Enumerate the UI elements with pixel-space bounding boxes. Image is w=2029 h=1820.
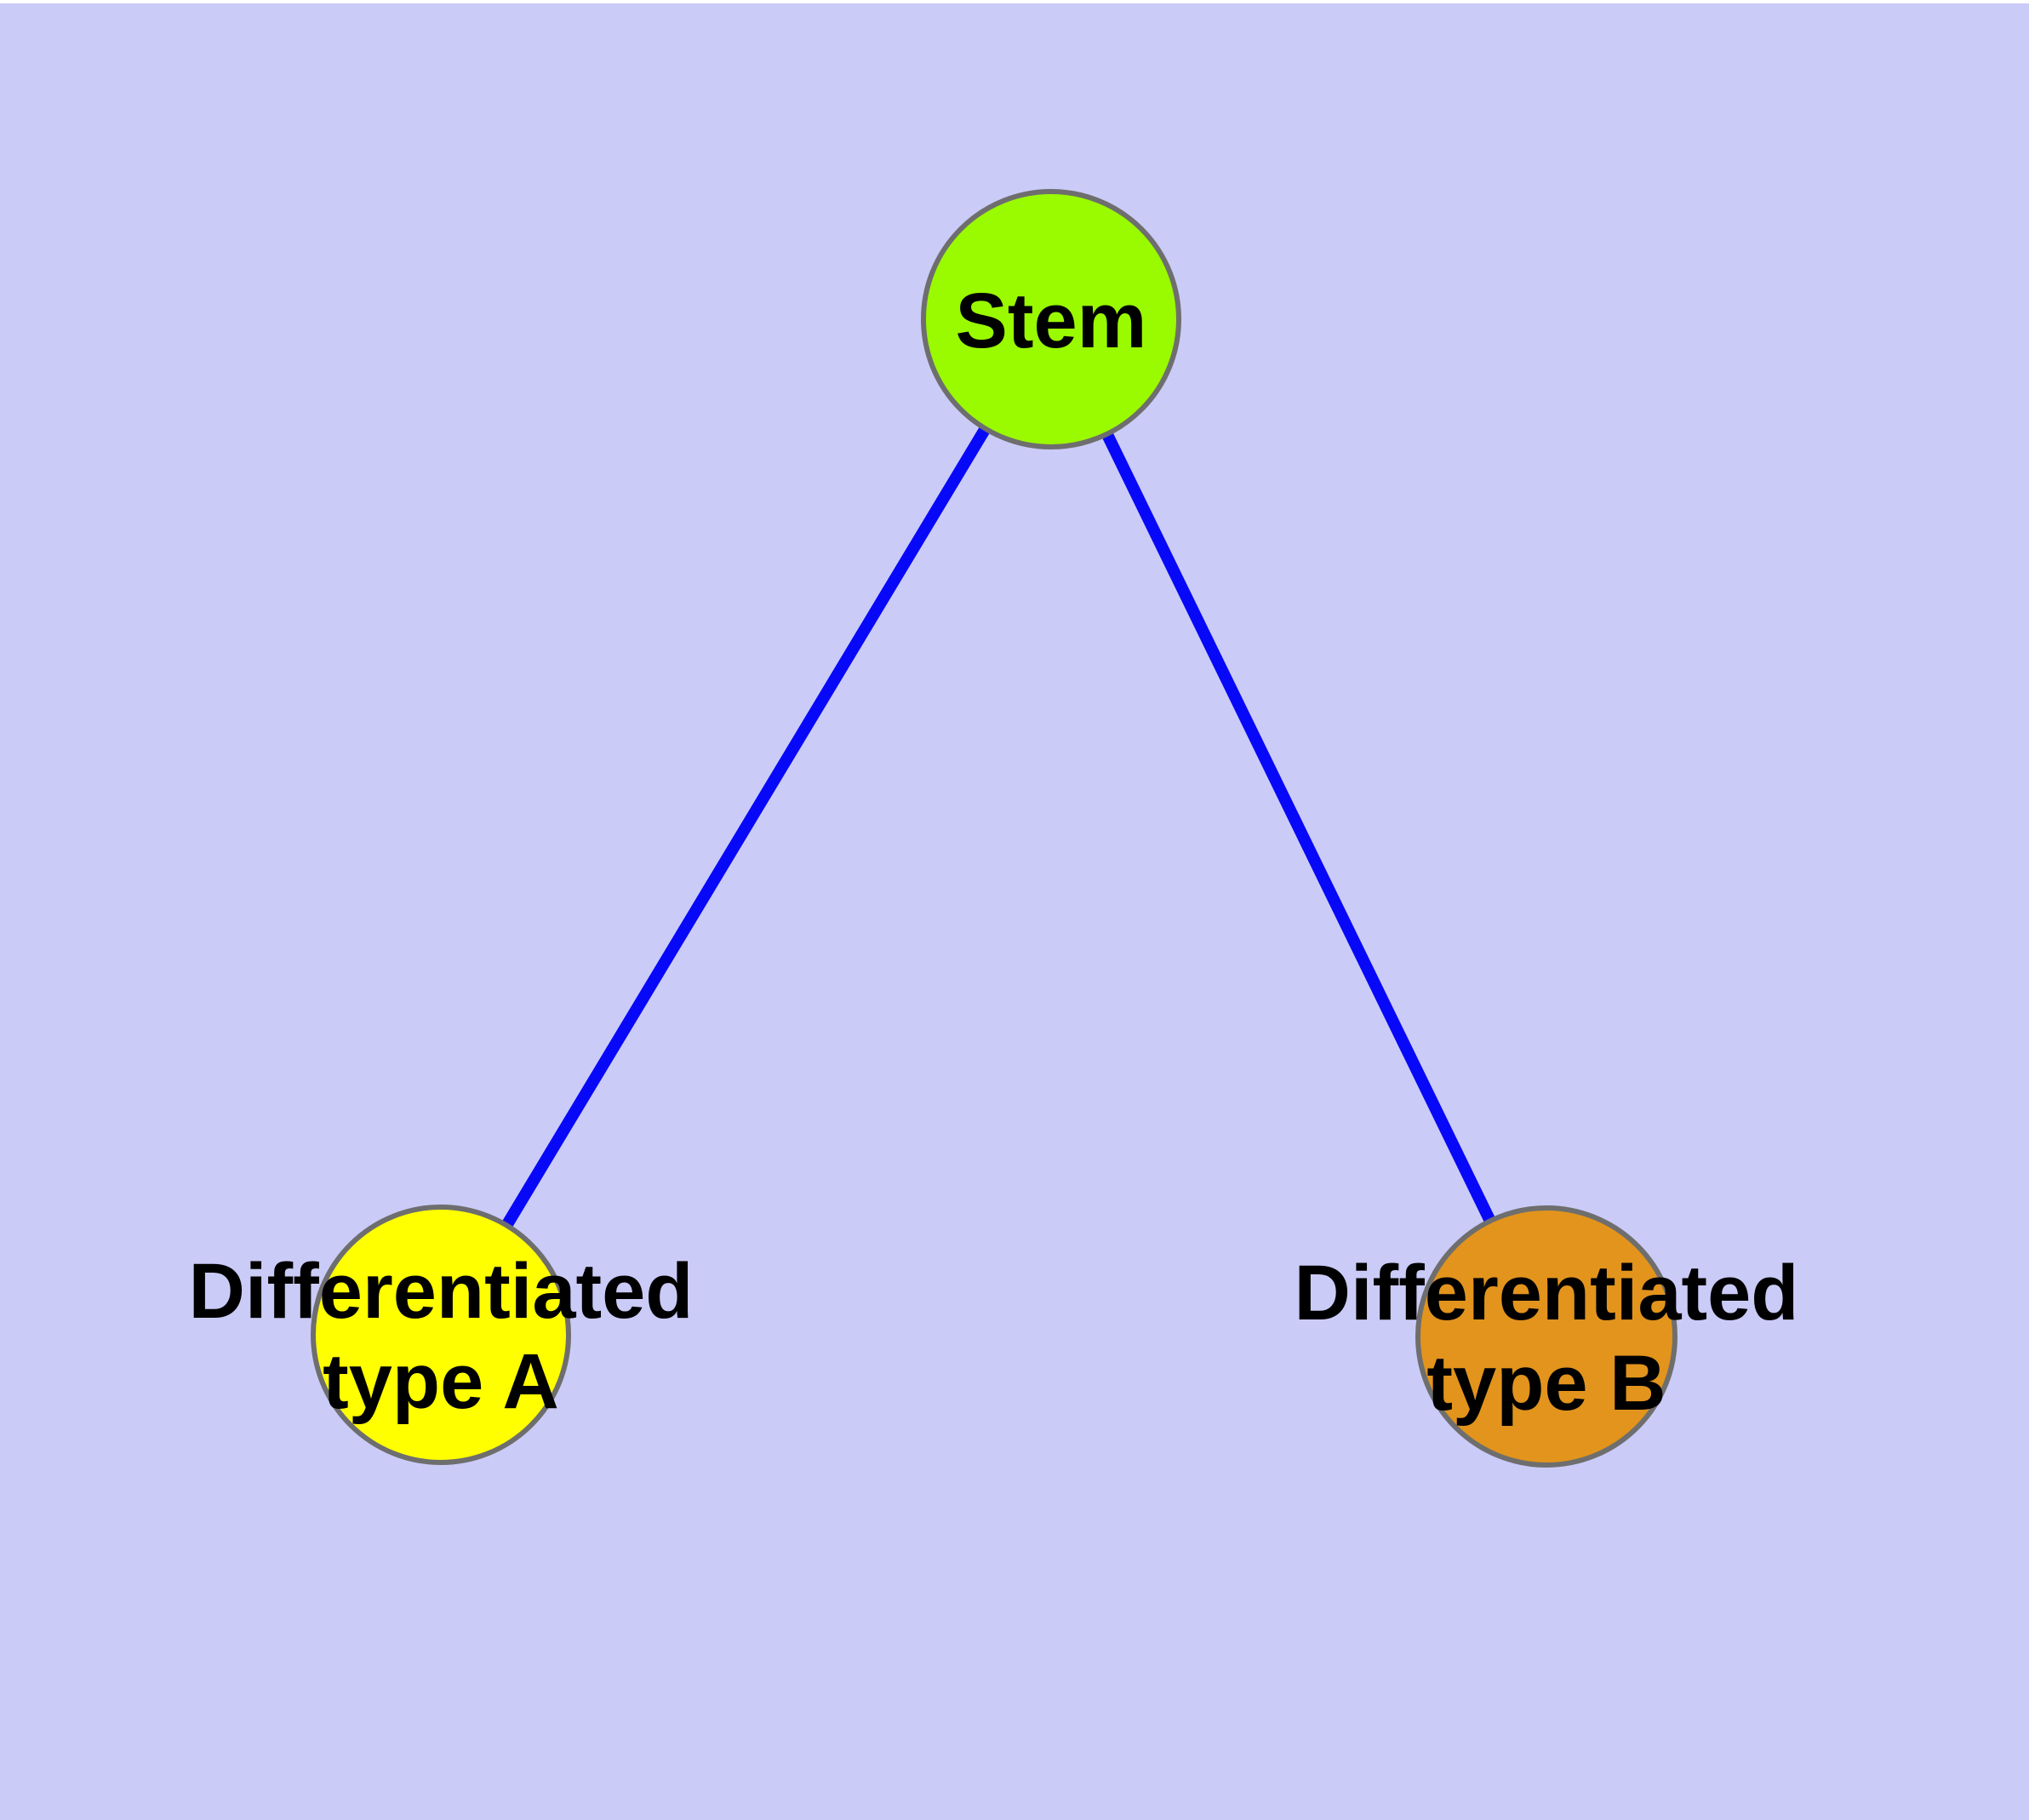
node-type-a-circle — [311, 1205, 571, 1465]
node-type-b-circle — [1415, 1205, 1677, 1468]
node-type-a-label-line1: Differentiated — [189, 1248, 694, 1335]
edge-stem-to-type-b — [1045, 316, 1552, 1340]
edges — [436, 316, 1552, 1340]
node-type-b-label-line2: type B — [1426, 1340, 1666, 1427]
node-stem-circle — [921, 189, 1181, 449]
node-stem: Stem — [921, 189, 1181, 449]
node-differentiated-type-b: Differentiated type B — [1295, 1205, 1799, 1468]
node-type-a-label-line2: type A — [323, 1338, 559, 1425]
edge-stem-to-type-a — [436, 316, 1056, 1338]
node-stem-label: Stem — [956, 278, 1147, 364]
top-margin-strip — [0, 0, 2029, 3]
node-differentiated-type-a: Differentiated type A — [189, 1205, 694, 1465]
node-type-b-label-line1: Differentiated — [1295, 1250, 1799, 1336]
